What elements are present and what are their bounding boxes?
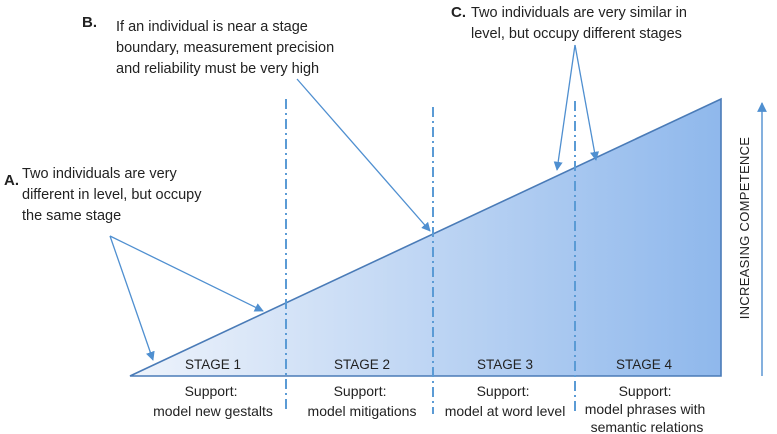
annotation-b-letter: B.: [82, 14, 97, 31]
annotation-a-letter: A.: [4, 172, 19, 189]
competence-wedge: [129, 97, 722, 377]
pointer-arrow-c-right: [574, 44, 600, 161]
pointer-arrow-c-left: [553, 44, 576, 171]
annotation-c-letter: C.: [451, 4, 466, 21]
competence-axis-label: INCREASING COMPETENCE: [737, 137, 752, 320]
stage-label: STAGE 4: [616, 357, 673, 372]
pointer-arrow-b: [296, 78, 431, 232]
stage-label: STAGE 2: [334, 357, 390, 372]
pointer-arrow-a-low: [109, 235, 155, 361]
stage-support-note: Support: model mitigations: [308, 383, 417, 419]
stage-support-note: Support: model new gestalts: [153, 383, 273, 419]
annotation-c-text: Two individuals are very similar in leve…: [471, 5, 691, 42]
stage-support-note: Support: model phrases with semantic rel…: [585, 383, 710, 434]
stage-label: STAGE 3: [477, 357, 533, 372]
stage-support-note: Support: model at word level: [445, 383, 566, 419]
annotation-b-text: If an individual is near a stage boundar…: [116, 19, 338, 77]
stage-label: STAGE 1: [185, 357, 241, 372]
annotation-a-text: Two individuals are very different in le…: [22, 166, 206, 224]
pointer-arrow-a-high: [109, 235, 264, 312]
